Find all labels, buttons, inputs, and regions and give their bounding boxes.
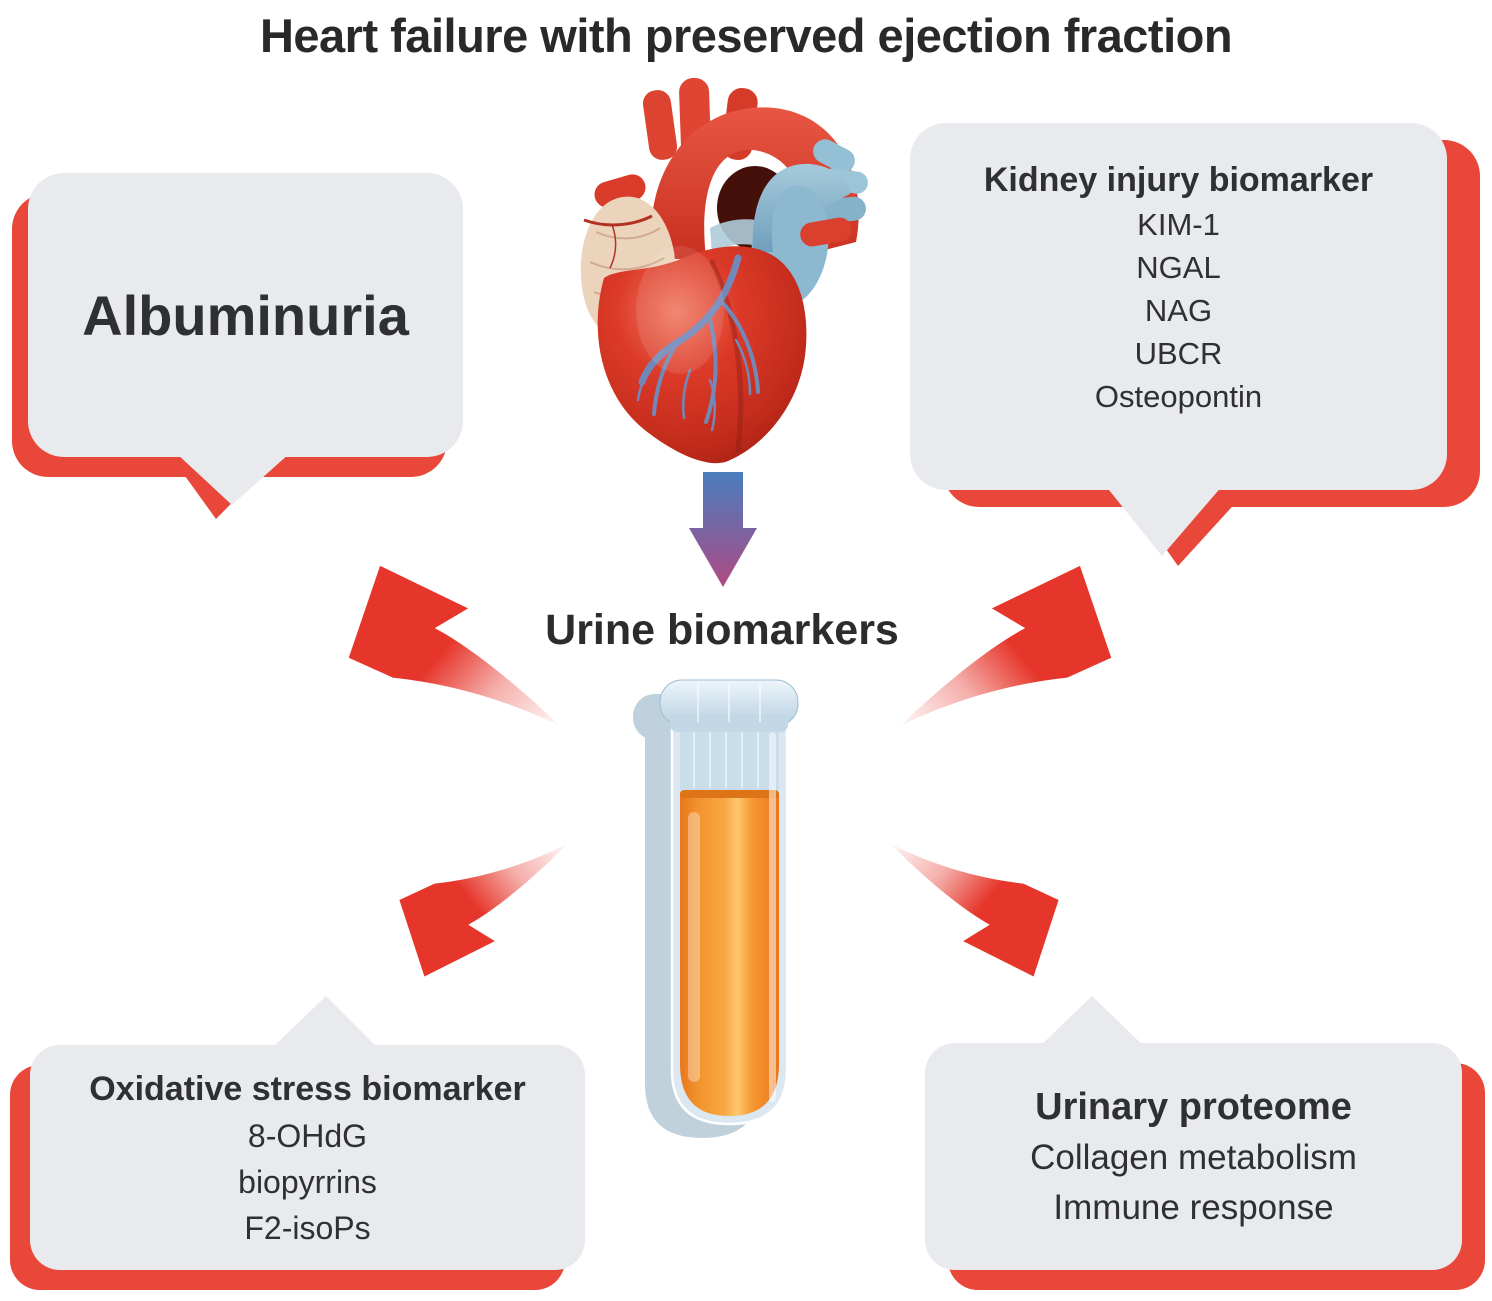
kidney-item: NGAL (1136, 250, 1221, 285)
kidney-item: NAG (1144, 293, 1213, 328)
down-arrow-icon (689, 472, 757, 587)
kidney-item: KIM-1 (1137, 207, 1220, 242)
proteome-item: Immune response (1053, 1187, 1334, 1227)
oxidative-bubble: Oxidative stress biomarker 8-OHdG biopyr… (30, 1045, 585, 1270)
urine-test-tube-icon (633, 679, 799, 1138)
urine-biomarkers-label: Urine biomarkers (545, 606, 899, 654)
kidney-item: Osteopontin (1094, 379, 1263, 414)
kidney-bubble-shape (910, 123, 1480, 566)
arrow-to-albuminuria (348, 565, 561, 727)
oxidative-bubble-title: Oxidative stress biomarker (89, 1069, 526, 1108)
oxidative-item: F2-isoPs (244, 1209, 371, 1246)
heart-icon (580, 77, 868, 464)
kidney-bubble: Kidney injury biomarker KIM-1 NGAL NAG U… (910, 123, 1447, 490)
oxidative-item: biopyrrins (238, 1163, 377, 1200)
albuminuria-bubble: Albuminuria (28, 173, 463, 457)
arrow-to-urinary-proteome (889, 843, 1059, 977)
proteome-bubble-title: Urinary proteome (1035, 1085, 1352, 1128)
kidney-item: UBCR (1134, 336, 1223, 371)
arrow-to-kidney-injury (899, 565, 1112, 727)
proteome-bubble: Urinary proteome Collagen metabolism Imm… (925, 1043, 1462, 1270)
oxidative-item: 8-OHdG (247, 1117, 368, 1154)
kidney-bubble-title: Kidney injury biomarker (983, 161, 1374, 199)
page-title: Heart failure with preserved ejection fr… (259, 9, 1233, 62)
albuminuria-title: Albuminuria (82, 283, 409, 347)
arrow-to-oxidative-stress (399, 843, 569, 977)
albuminuria-bubble-shape (12, 173, 463, 519)
oxidative-bubble-shape (10, 996, 585, 1290)
proteome-bubble-shape (925, 996, 1485, 1290)
proteome-item: Collagen metabolism (1030, 1137, 1357, 1177)
